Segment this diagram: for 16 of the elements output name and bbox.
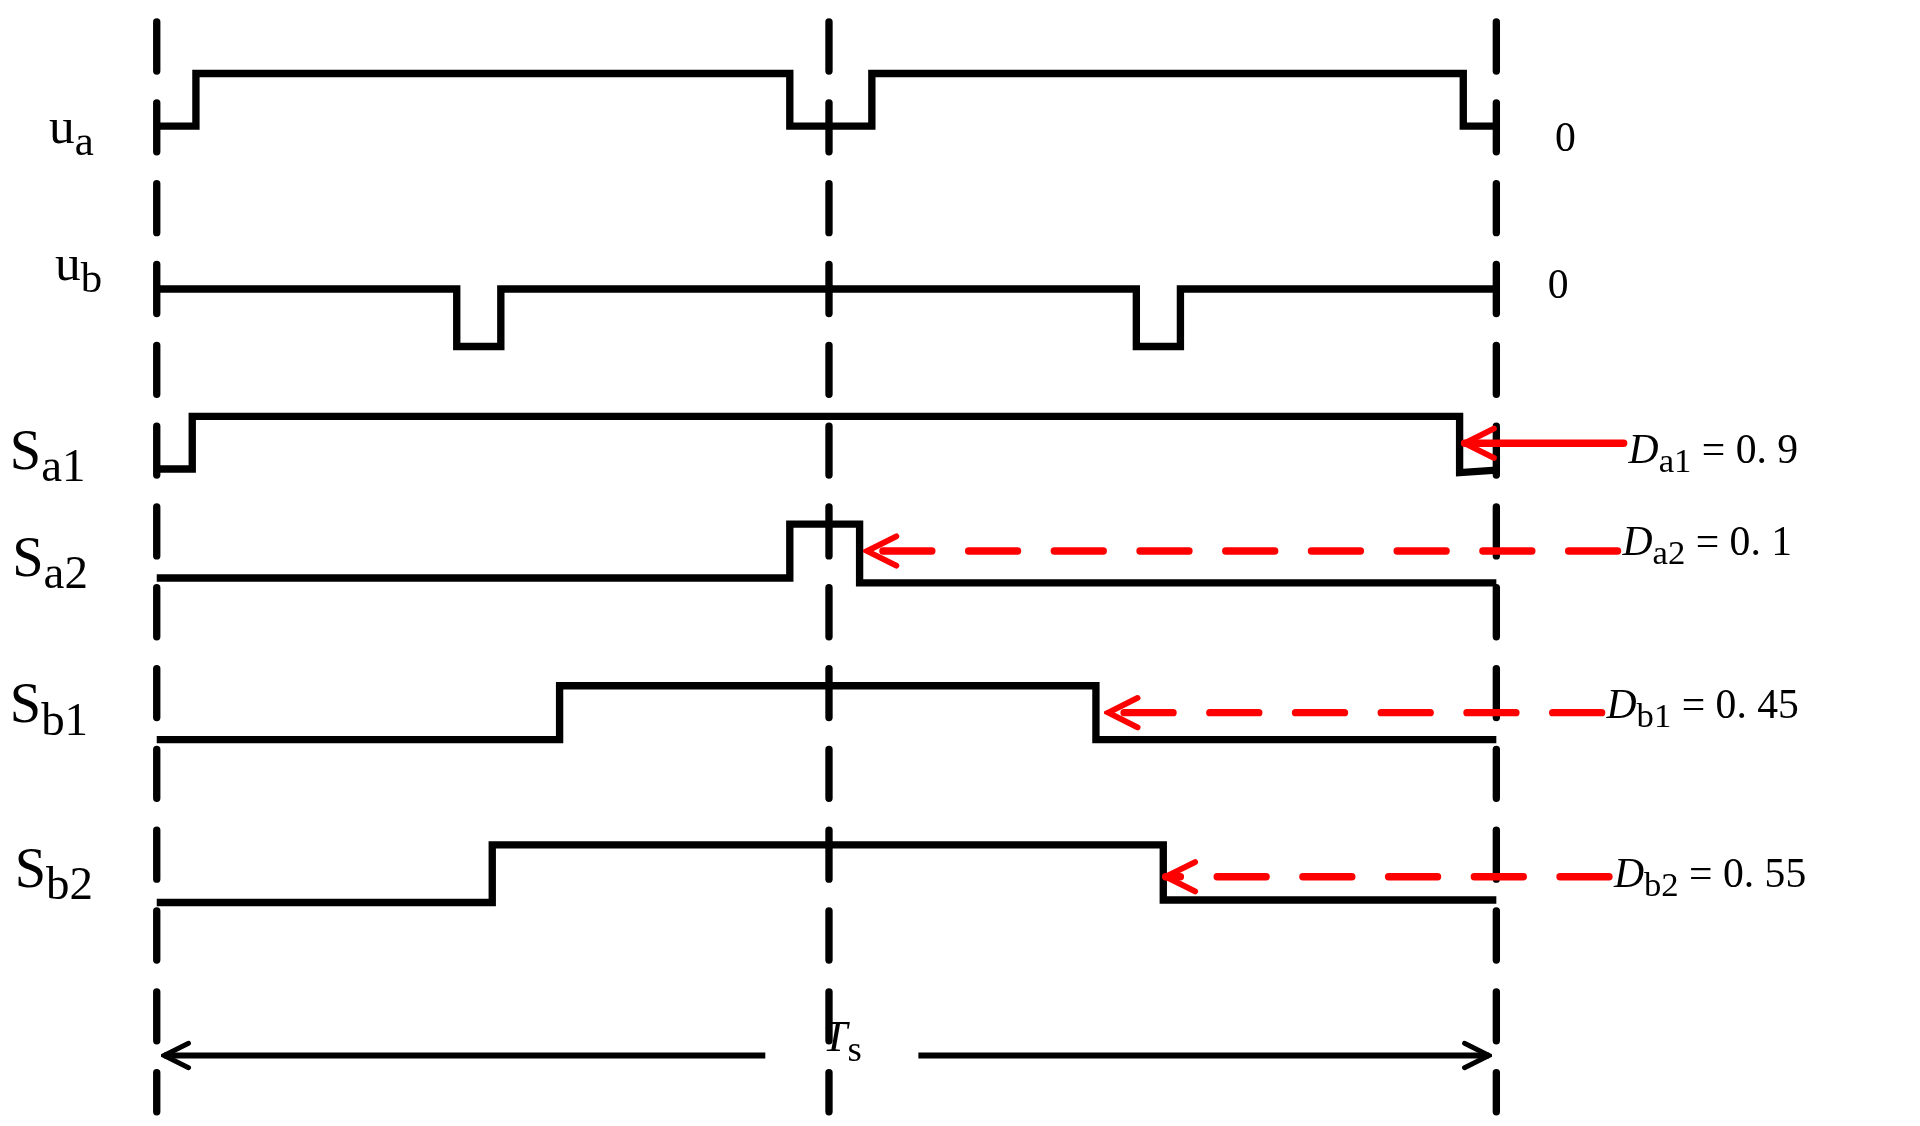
- signal-name: S$_{a2}$: [12, 529, 88, 596]
- signal-name: u$_{a}$: [49, 100, 94, 163]
- signal-name: S$_{a1}$: [9, 422, 86, 490]
- level-value: 0: [1555, 116, 1576, 158]
- arrow: [1460, 425, 1628, 461]
- duty-cycle-label: D$_{b2}$ = 0. 55: [1613, 852, 1807, 903]
- signal-name: S$_{b2}$: [14, 840, 93, 907]
- level-value: 0: [1547, 263, 1569, 305]
- duty-cycle-label: D$_{b1}$ = 0. 45: [1606, 683, 1799, 734]
- duty-cycle-label: D$_{a2}$ = 0. 1: [1622, 520, 1793, 571]
- duty-cycle-label: D$_{a1}$ = 0. 9: [1628, 428, 1799, 479]
- arrow: [1162, 859, 1613, 895]
- arrow: [1104, 695, 1606, 731]
- signal-name: u$_{b}$: [55, 237, 103, 300]
- signal-name: S$_{b1}$: [9, 675, 89, 743]
- arrow: [863, 533, 1622, 569]
